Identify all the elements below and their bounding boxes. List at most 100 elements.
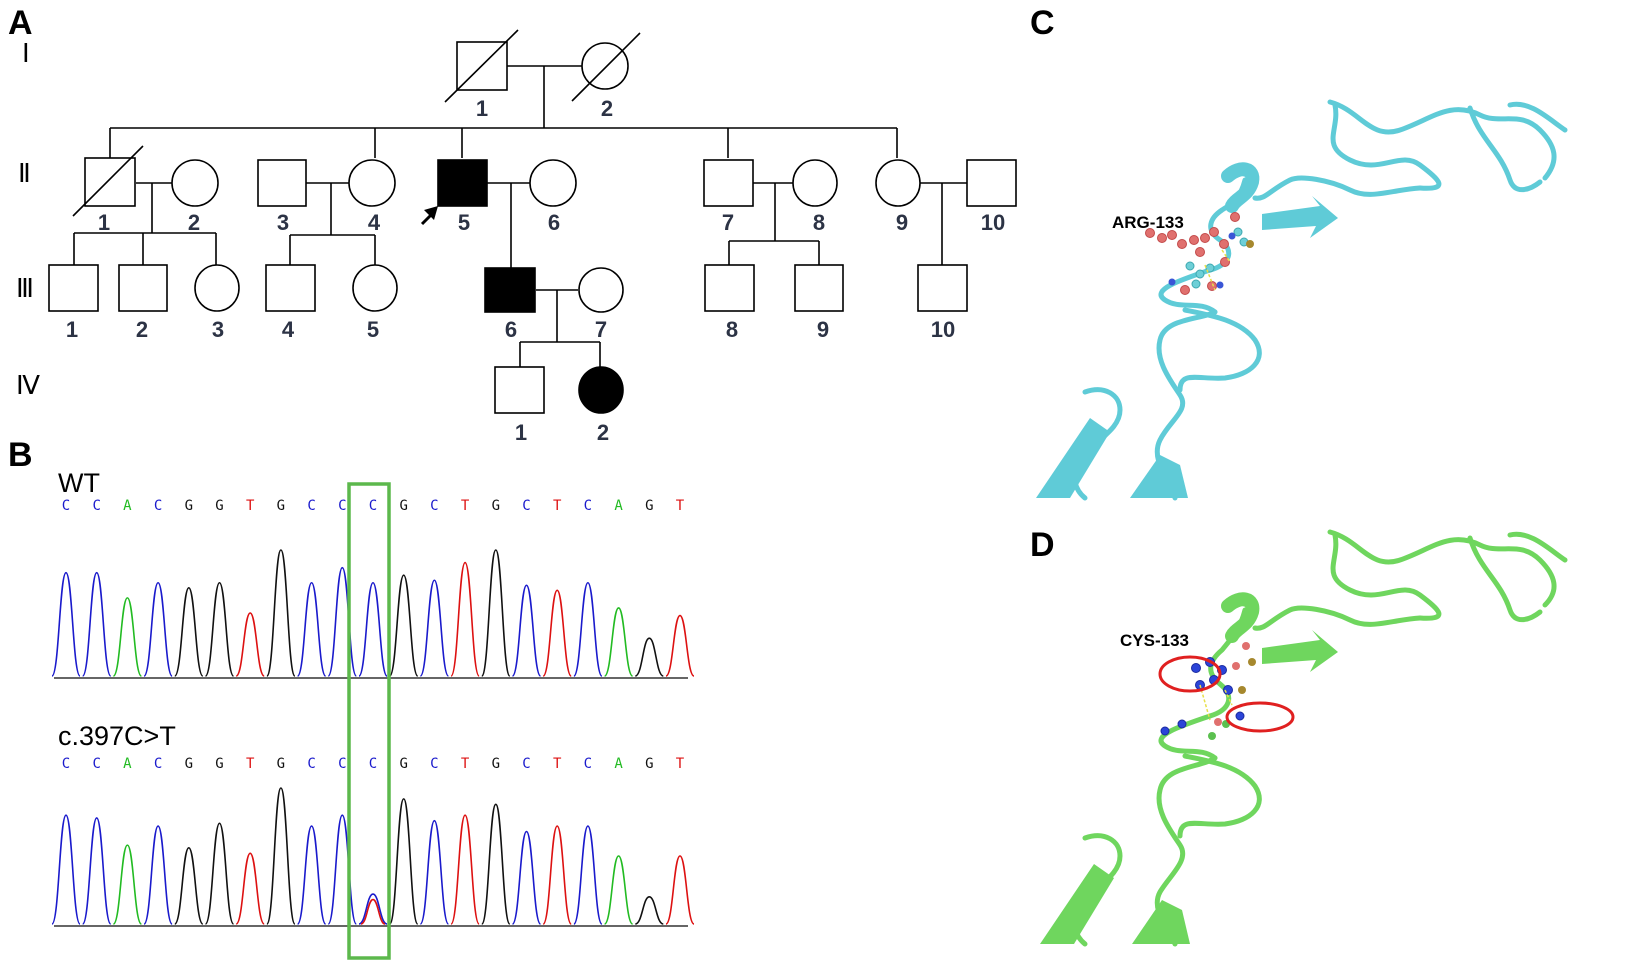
wt-peak: [51, 571, 81, 677]
mutant-base-call: G: [492, 756, 500, 772]
individual-II-5: [437, 159, 488, 207]
label-II-8: 8: [813, 210, 825, 235]
mutant-peak: [634, 895, 664, 925]
wt-chromatogram: [51, 549, 695, 677]
wt-peak: [481, 549, 511, 677]
wt-base-call: C: [154, 498, 162, 514]
wt-base-call: C: [369, 498, 377, 514]
mutant-secondary-peak: [360, 898, 386, 925]
mutant-base-call: C: [369, 756, 377, 772]
wt-base-call: T: [553, 498, 562, 514]
wt-peak: [573, 581, 603, 677]
mutant-base-call: C: [522, 756, 530, 772]
generation-label-1: Ⅰ: [22, 39, 30, 68]
mutant-peak: [204, 822, 235, 925]
individual-IV-1: [494, 366, 545, 414]
mutant-base-call: T: [553, 756, 562, 772]
deceased-mark: [571, 32, 641, 102]
label-III-8: 8: [726, 317, 738, 342]
label-IV-2: 2: [597, 420, 609, 445]
label-II-10: 10: [981, 210, 1005, 235]
mutant-peak: [112, 844, 143, 925]
wt-peak: [204, 581, 235, 677]
individual-II-6: [529, 159, 577, 207]
generation-label-3: Ⅲ: [16, 274, 34, 303]
generation-label-2: Ⅱ: [18, 159, 31, 188]
individual-II-2: [171, 159, 219, 207]
wt-base-call: C: [338, 498, 346, 514]
highlight-ring-bottom: [1225, 701, 1295, 733]
individual-II-7: [703, 159, 754, 207]
wt-peak: [450, 561, 480, 677]
wt-peak: [358, 581, 388, 677]
mutant-peak: [603, 855, 634, 925]
mutant-peak: [450, 814, 480, 925]
wt-base-call: A: [614, 498, 623, 514]
mutant-peak: [296, 825, 327, 925]
wildtype-structure-panel: C: [1030, 4, 1568, 501]
wt-base-call: C: [62, 498, 70, 514]
label-II-1: 1: [98, 210, 110, 235]
label-II-4: 4: [368, 210, 381, 235]
wt-base-call: T: [676, 498, 685, 514]
mutant-peak: [174, 847, 204, 925]
mutant-peak: [81, 817, 112, 925]
label-II-9: 9: [896, 210, 908, 235]
wt-base-call: G: [399, 498, 407, 514]
wt-base-call: A: [123, 498, 132, 514]
mutant-base-call: G: [399, 756, 407, 772]
label-II-2: 2: [188, 210, 200, 235]
mutant-base-call: T: [461, 756, 470, 772]
mutant-base-call: T: [246, 756, 255, 772]
deceased-mark: [444, 29, 519, 103]
mutant-base-call: A: [123, 756, 132, 772]
cys-133-residue: [1160, 642, 1256, 740]
individual-III-7: [578, 267, 624, 313]
wt-peak: [143, 581, 173, 677]
wt-peak: [266, 549, 296, 677]
mutant-base-call: C: [584, 756, 592, 772]
label-III-2: 2: [136, 317, 148, 342]
mutant-chromatogram: [51, 787, 695, 925]
arg-133-label: ARG-133: [1112, 213, 1184, 232]
individual-III-8: [704, 264, 755, 312]
individual-II-10: [966, 159, 1017, 207]
mutant-peak: [143, 825, 173, 925]
individual-III-6: [484, 267, 536, 313]
mutant-structure-panel: D: [1030, 526, 1568, 947]
highlight-ring-top: [1158, 655, 1222, 693]
wt-base-call: C: [584, 498, 592, 514]
wt-peak: [388, 574, 419, 677]
panel-letter-b: B: [8, 436, 33, 474]
individual-III-9: [794, 264, 844, 312]
label-II-6: 6: [548, 210, 560, 235]
wt-base-call: C: [522, 498, 530, 514]
label-III-9: 9: [817, 317, 829, 342]
generation-label-4: Ⅳ: [16, 371, 40, 400]
mutant-base-call: G: [645, 756, 653, 772]
label-III-10: 10: [931, 317, 955, 342]
label-III-3: 3: [212, 317, 224, 342]
mutant-base-call: C: [62, 756, 70, 772]
mutant-peak: [419, 819, 450, 925]
wt-base-call: G: [185, 498, 193, 514]
wt-base-call: C: [92, 498, 100, 514]
wildtype-ribbon: [1072, 99, 1568, 501]
individual-III-4: [265, 264, 316, 312]
wt-peak: [542, 589, 572, 677]
mutant-base-call: A: [614, 756, 623, 772]
label-I-2: 2: [601, 96, 613, 121]
mutant-peak: [511, 830, 542, 925]
individual-II-3: [257, 159, 307, 207]
mutant-base-call: C: [154, 756, 162, 772]
mutant-peak: [665, 855, 695, 925]
individual-II-9: [875, 159, 921, 207]
individual-II-8: [792, 159, 838, 207]
label-II-7: 7: [722, 210, 734, 235]
wt-base-call: G: [645, 498, 653, 514]
wt-peak: [235, 612, 265, 677]
individual-III-2: [118, 264, 168, 312]
mutant-helix: [1040, 592, 1338, 944]
